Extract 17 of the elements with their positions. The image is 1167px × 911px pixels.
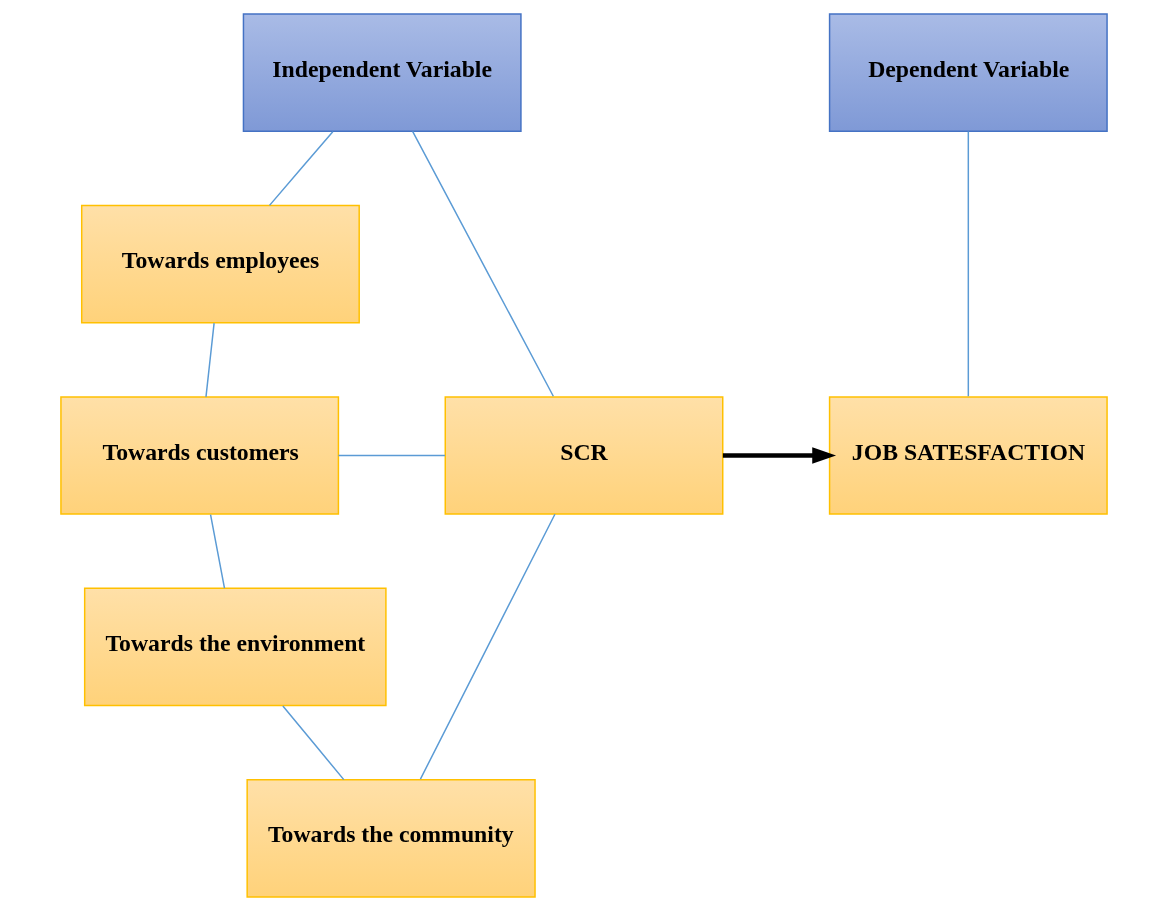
node-box: SCR <box>444 396 723 515</box>
connector <box>337 454 446 457</box>
node-box: JOB SATESFACTION <box>828 396 1108 515</box>
connector <box>209 513 225 589</box>
connector <box>419 513 556 780</box>
node-box: Towards customers <box>59 396 339 515</box>
node-box: Towards employees <box>80 204 360 324</box>
arrow <box>722 447 836 464</box>
connector <box>411 130 554 397</box>
node-box: Towards the environment <box>83 587 387 707</box>
node-box: Independent Variable <box>242 13 522 132</box>
connector <box>204 322 215 398</box>
connector <box>268 130 333 207</box>
connector <box>967 130 969 397</box>
node-box: Dependent Variable <box>828 13 1108 132</box>
connector <box>281 705 345 781</box>
node-box: Towards the community <box>245 779 536 898</box>
